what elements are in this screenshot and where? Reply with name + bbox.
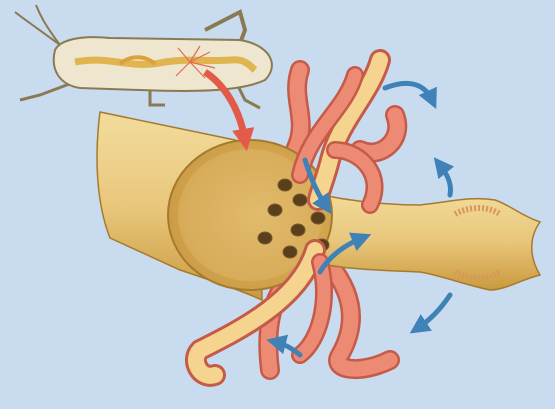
malpighian-tubule [293,255,331,362]
rectal-pad [453,269,502,281]
blue-arrow-icon [433,157,455,198]
malpighian-tubule [322,257,398,377]
blue-arrow-icon [266,334,303,358]
insect-inset [14,4,273,110]
gut-tube [96,111,542,302]
blue-arrow-icon [317,232,372,275]
rectal-pad [453,205,502,217]
malpighian-tubule [352,107,405,161]
red-arrow-icon [202,69,255,152]
malpighian-tubule [328,143,381,212]
blue-arrow-icon [382,80,437,110]
malpighian-tubule [188,242,323,384]
malpighian-tubule [287,62,309,158]
grasshopper-icon [14,4,273,110]
hindgut [299,189,542,291]
flow-arrows [266,80,455,358]
blue-arrow-icon [302,157,332,215]
blue-arrow-icon [409,292,453,334]
